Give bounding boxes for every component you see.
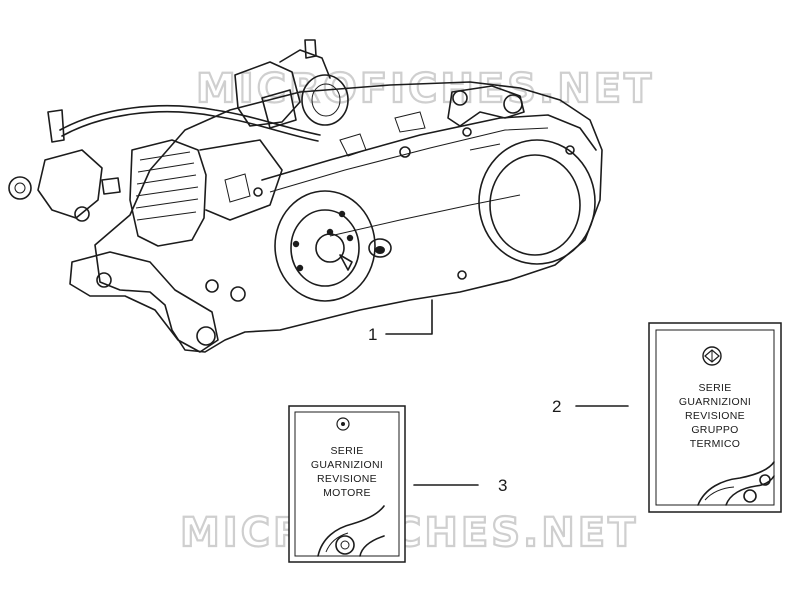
kit3-line-2: GUARNIZIONI (311, 459, 383, 471)
kit2-line-3: REVISIONE (685, 410, 745, 422)
engine-gasket-kit-package: SERIE GUARNIZIONI REVISIONE MOTORE (288, 405, 406, 563)
kit2-line-5: TERMICO (690, 438, 741, 450)
callout-2-label: 2 (552, 397, 561, 416)
watermark-top: MICROFICHES.NET (196, 66, 654, 112)
kit3-line-4: MOTORE (323, 487, 371, 499)
kit3-line-1: SERIE (330, 445, 363, 457)
cylinder-gasket-kit-package: SERIE GUARNIZIONI REVISIONE GRUPPO TERMI… (648, 322, 782, 513)
kit2-line-4: GRUPPO (691, 424, 738, 436)
callout-1-label: 1 (368, 325, 377, 344)
piaggio-logo-icon (702, 346, 722, 366)
kit2-line-1: SERIE (698, 382, 731, 394)
engine-assembly-drawing (8, 39, 603, 353)
kit3-line-3: REVISIONE (317, 473, 377, 485)
round-badge-icon (336, 417, 350, 431)
watermark-bottom: MICROFICHES.NET (180, 510, 638, 556)
kit2-line-2: GUARNIZIONI (679, 396, 751, 408)
callout-3-label: 3 (498, 476, 507, 495)
callout-1-leader (385, 299, 433, 335)
